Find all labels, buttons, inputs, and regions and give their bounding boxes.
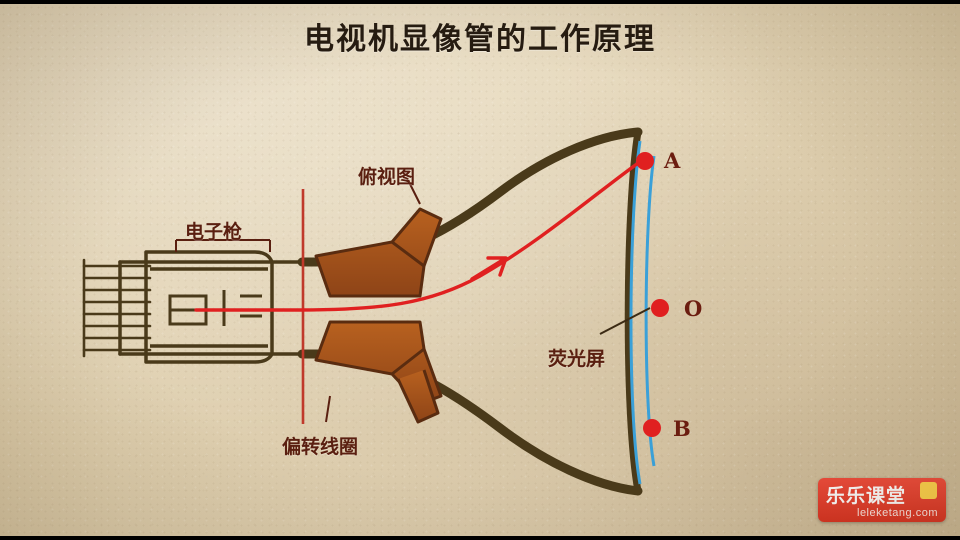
label-deflection-coil: 偏转线圈	[282, 436, 359, 458]
label-leader-lines	[175, 179, 651, 423]
label-point-b: B	[673, 416, 691, 441]
gun-electrodes	[168, 290, 262, 326]
watermark-logo: 乐乐课堂 leleketang.com	[818, 478, 946, 522]
filament-leads	[82, 258, 152, 358]
paper-background: 电视机显像管的工作原理	[0, 4, 960, 536]
deflection-coil-lower	[314, 320, 443, 424]
page-title: 电视机显像管的工作原理	[304, 22, 656, 57]
beam-arrow-icon	[470, 256, 508, 281]
deflection-coil-upper	[314, 207, 443, 298]
label-top-view: 俯视图	[358, 166, 416, 188]
crt-diagram	[82, 127, 669, 496]
logo-brand-name: 乐乐课堂	[826, 485, 907, 507]
label-point-o: O	[684, 296, 703, 321]
point-o-dot	[651, 299, 669, 317]
logo-url: leleketang.com	[857, 507, 938, 519]
point-a-dot	[636, 152, 654, 170]
electron-gun-body	[144, 250, 274, 364]
label-electron-gun: 电子枪	[185, 221, 243, 243]
label-fluorescent-screen: 荧光屏	[548, 348, 606, 370]
point-b-dot	[643, 419, 661, 437]
label-point-a: A	[664, 148, 681, 173]
logo-badge-icon	[920, 482, 937, 499]
